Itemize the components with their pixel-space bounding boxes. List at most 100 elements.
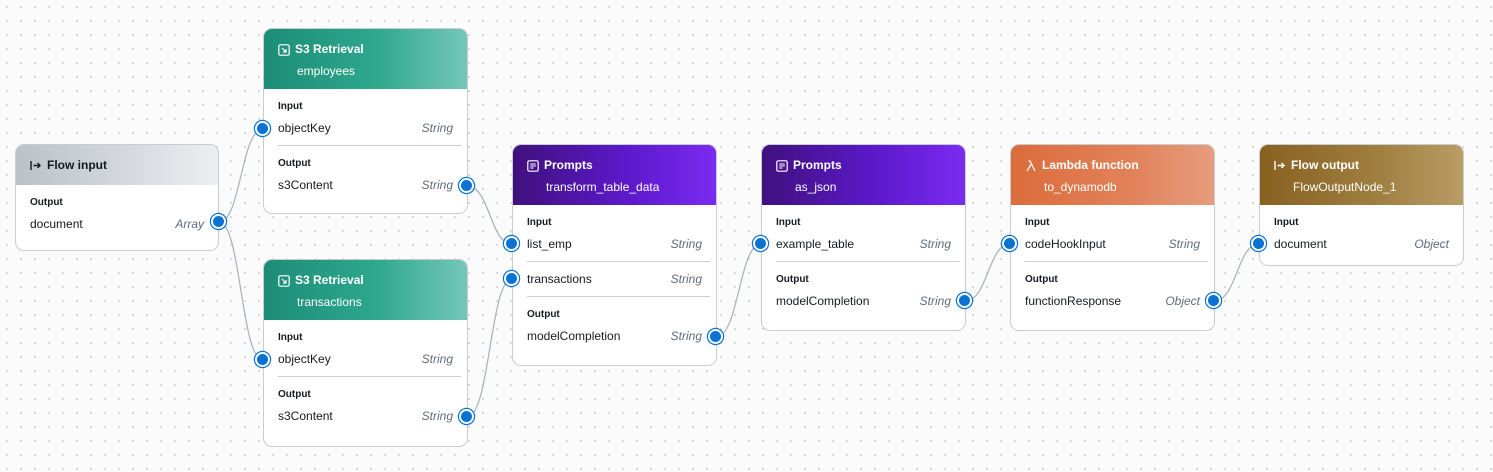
port-name: s3Content — [278, 178, 333, 192]
port-type: String — [421, 409, 453, 423]
node-name: transactions — [297, 295, 362, 309]
input-row: objectKey String — [278, 117, 453, 139]
arrow-into-bar-icon — [1274, 160, 1285, 171]
input-section-label: Input — [527, 217, 552, 228]
input-section-label: Input — [278, 332, 303, 343]
input-row: codeHookInput String — [1025, 233, 1200, 255]
output-row: document Array — [30, 213, 204, 235]
input-row: example_table String — [776, 233, 951, 255]
node-type-label: Lambda function — [1042, 158, 1139, 172]
output-section-label: Output — [278, 389, 311, 400]
port-type: Array — [175, 217, 204, 231]
port-type: String — [670, 272, 702, 286]
port-as-json-example-table-in[interactable] — [753, 236, 768, 251]
port-as-json-modelcompletion-out[interactable] — [957, 293, 972, 308]
input-row: document Object — [1274, 233, 1449, 255]
prompts-transform-table-data-node[interactable]: Prompts transform_table_data Input list_… — [512, 144, 717, 366]
port-type: String — [1168, 237, 1200, 251]
lambda-header: Lambda function to_dynamodb — [1011, 145, 1214, 205]
edge-flowinput-employees — [218, 128, 264, 223]
port-transform-list-emp-in[interactable] — [504, 236, 519, 251]
port-name: list_emp — [527, 237, 572, 251]
output-row: modelCompletion String — [776, 290, 951, 312]
port-type: String — [421, 352, 453, 366]
port-type: String — [919, 294, 951, 308]
edge-flowinput-transactions — [218, 221, 264, 361]
port-transform-transactions-in[interactable] — [504, 271, 519, 286]
flow-output-header: Flow output FlowOutputNode_1 — [1260, 145, 1463, 205]
port-name: functionResponse — [1025, 294, 1122, 308]
input-section-label: Input — [278, 101, 303, 112]
node-type-label: Prompts — [544, 158, 593, 172]
port-name: codeHookInput — [1025, 237, 1106, 251]
port-name: document — [1274, 237, 1327, 251]
prompts-as-json-node[interactable]: Prompts as_json Input example_table Stri… — [761, 144, 966, 331]
port-employees-s3content-out[interactable] — [459, 178, 474, 193]
port-flow-output-document-in[interactable] — [1251, 236, 1266, 251]
node-name: as_json — [795, 180, 837, 194]
flow-output-node[interactable]: Flow output FlowOutputNode_1 Input docum… — [1259, 144, 1464, 266]
port-type: Object — [1414, 237, 1449, 251]
port-name: modelCompletion — [776, 294, 870, 308]
section-divider — [278, 376, 461, 377]
output-section-label: Output — [776, 274, 809, 285]
port-type: String — [919, 237, 951, 251]
port-flow-input-document-out[interactable] — [211, 214, 226, 229]
edge-employees-list-emp — [466, 185, 513, 245]
lambda-function-node[interactable]: Lambda function to_dynamodb Input codeHo… — [1010, 144, 1215, 331]
input-row: objectKey String — [278, 348, 453, 370]
prompts-as-json-header: Prompts as_json — [762, 145, 965, 205]
port-transform-modelcompletion-out[interactable] — [708, 329, 723, 344]
s3-retrieval-transactions-node[interactable]: S3 Retrieval transactions Input objectKe… — [263, 259, 468, 447]
port-type: String — [670, 237, 702, 251]
node-type-label: S3 Retrieval — [295, 42, 364, 56]
port-name: objectKey — [278, 352, 331, 366]
port-lambda-codehookinput-in[interactable] — [1002, 236, 1017, 251]
port-name: example_table — [776, 237, 855, 251]
output-row: s3Content String — [278, 405, 453, 427]
port-type: Object — [1165, 294, 1200, 308]
output-section-label: Output — [278, 158, 311, 169]
port-lambda-functionresponse-out[interactable] — [1206, 293, 1221, 308]
input-section-label: Input — [1274, 217, 1299, 228]
s3-retrieval-employees-node[interactable]: S3 Retrieval employees Input objectKey S… — [263, 28, 468, 214]
lambda-icon — [1025, 159, 1036, 171]
arrow-into-bar-icon — [30, 160, 41, 171]
port-employees-objectkey-in[interactable] — [255, 121, 270, 136]
s3-transactions-header: S3 Retrieval transactions — [264, 260, 467, 320]
port-name: s3Content — [278, 409, 333, 423]
s3-employees-header: S3 Retrieval employees — [264, 29, 467, 89]
section-divider — [1025, 261, 1208, 262]
output-section-label: Output — [30, 197, 63, 208]
port-name: transactions — [527, 272, 592, 286]
port-type: String — [421, 121, 453, 135]
document-lines-icon — [776, 159, 788, 172]
output-row: modelCompletion String — [527, 325, 702, 347]
port-type: String — [670, 329, 702, 343]
prompts-transform-header: Prompts transform_table_data — [513, 145, 716, 205]
input-row: transactions String — [527, 268, 702, 290]
output-section-label: Output — [527, 309, 560, 320]
node-name: to_dynamodb — [1044, 180, 1117, 194]
section-divider — [527, 296, 710, 297]
edge-as-json-lambda — [964, 243, 1011, 302]
section-divider — [776, 261, 959, 262]
edge-lambda-flowoutput — [1213, 243, 1260, 302]
flow-input-header: Flow input — [16, 145, 218, 185]
input-section-label: Input — [1025, 217, 1050, 228]
edge-transform-as-json — [715, 243, 762, 338]
input-section-label: Input — [776, 217, 801, 228]
node-name: employees — [297, 64, 356, 78]
flow-input-node[interactable]: Flow input Output document Array — [15, 144, 219, 251]
download-box-icon — [278, 274, 290, 287]
port-transactions-objectkey-in[interactable] — [255, 352, 270, 367]
port-type: String — [421, 178, 453, 192]
output-row: s3Content String — [278, 174, 453, 196]
node-name: FlowOutputNode_1 — [1293, 180, 1397, 194]
section-divider — [278, 145, 461, 146]
download-box-icon — [278, 43, 290, 56]
output-section-label: Output — [1025, 274, 1058, 285]
row-divider — [527, 261, 710, 262]
port-name: document — [30, 217, 83, 231]
port-transactions-s3content-out[interactable] — [459, 409, 474, 424]
